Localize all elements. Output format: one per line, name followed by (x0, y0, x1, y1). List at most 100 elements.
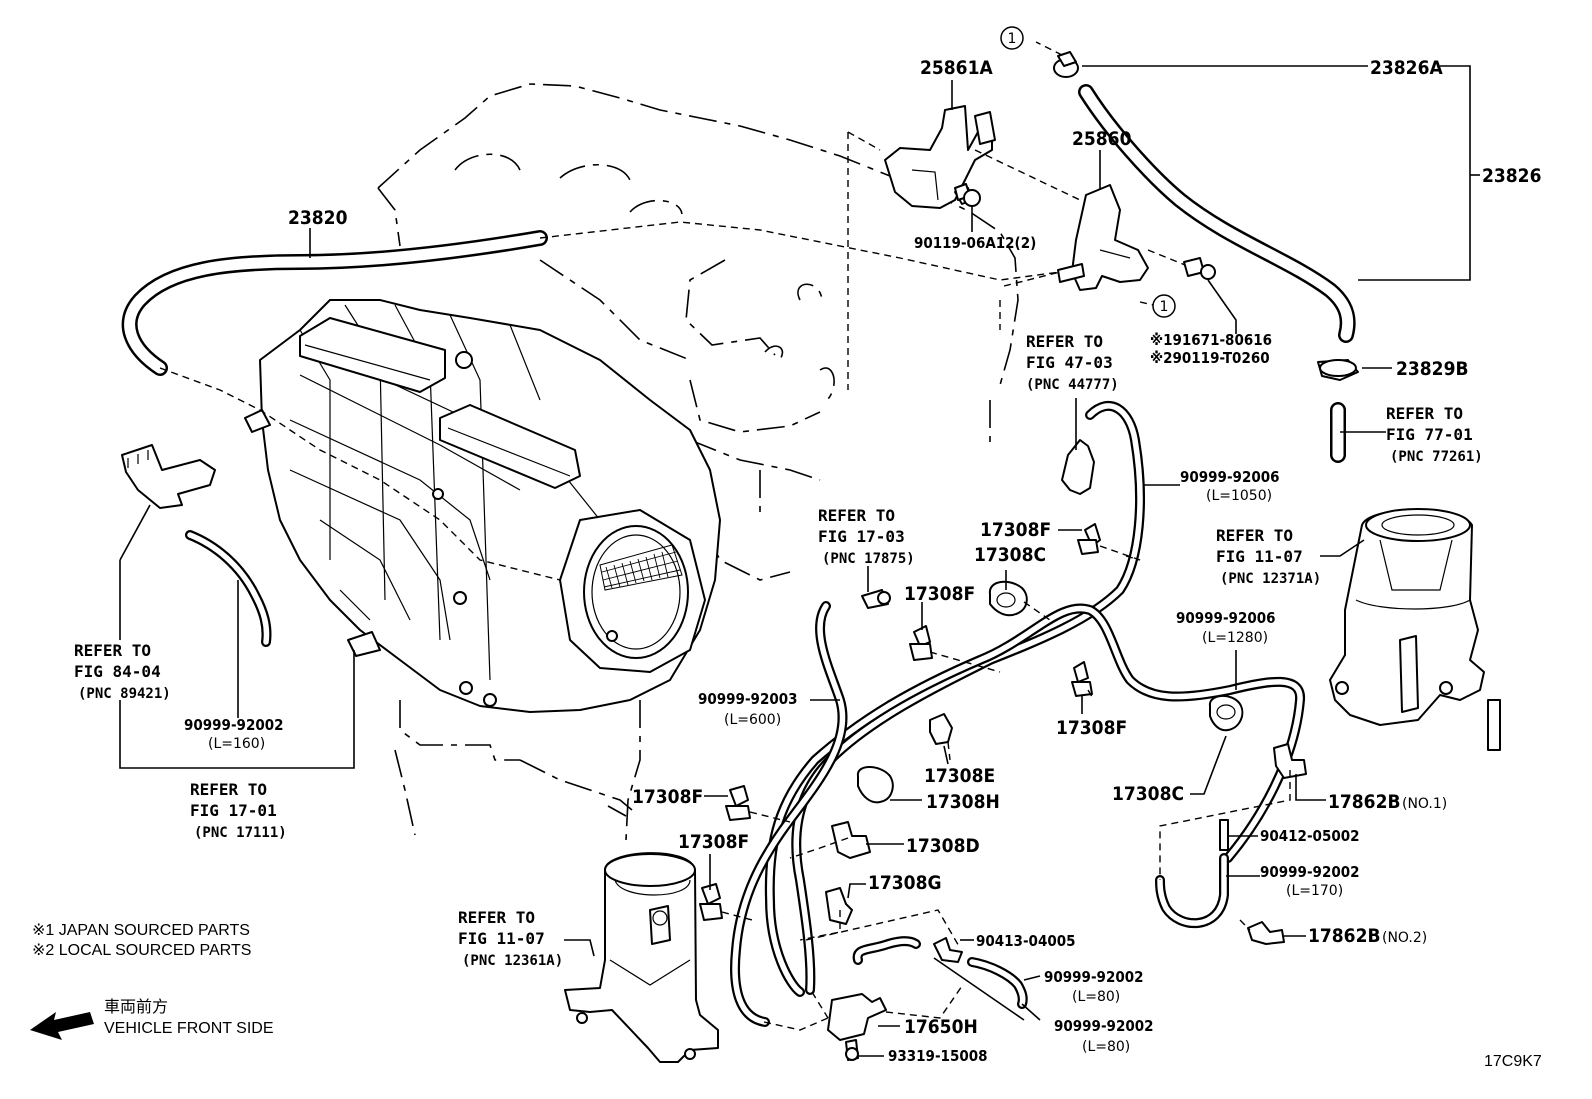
module-12371A (1329, 508, 1501, 751)
refer-1701: REFER TO FIG 17-01 (PNC 17111) (190, 780, 287, 841)
svg-text:1: 1 (1160, 299, 1169, 315)
label-93319-15008: 93319-15008 (888, 1047, 988, 1065)
legend: ※1 JAPAN SOURCED PARTS ※2 LOCAL SOURCED … (30, 922, 274, 1040)
label-90119-06A12: 90119-06A12(2) (914, 234, 1036, 252)
svg-text:(PNC 44777): (PNC 44777) (1026, 377, 1119, 393)
front-label-en: VEHICLE FRONT SIDE (104, 1020, 274, 1037)
svg-text:FIG 11-07: FIG 11-07 (458, 929, 545, 948)
refer-4703: REFER TO FIG 47-03 (PNC 44777) (1026, 332, 1119, 393)
engine-outline (377, 83, 1019, 841)
label-90999-92002-80a-length: (L=80) (1072, 989, 1120, 1005)
note-marker-1b: 1 (1152, 294, 1176, 318)
intake-manifold (244, 299, 721, 713)
label-90119-T0260: ※290119-T0260 (1150, 349, 1270, 367)
svg-text:(PNC 77261): (PNC 77261) (1390, 449, 1483, 465)
svg-text:REFER TO: REFER TO (74, 641, 151, 660)
label-23826A: 23826A (1370, 57, 1443, 79)
svg-text:REFER TO: REFER TO (190, 780, 267, 799)
label-90999-92002-80a: 90999-92002 (1044, 968, 1144, 986)
label-17308C-1: 17308C (974, 544, 1046, 566)
canister-12361A (564, 852, 719, 1063)
label-17308F-4: 17308F (632, 786, 703, 808)
svg-text:(PNC 12371A): (PNC 12371A) (1220, 571, 1321, 587)
legend-local-sourced: ※2 LOCAL SOURCED PARTS (32, 942, 251, 959)
svg-text:FIG 77-01: FIG 77-01 (1386, 425, 1473, 444)
label-90999-92002-80b: 90999-92002 (1054, 1017, 1154, 1035)
svg-text:(PNC 17111): (PNC 17111) (194, 825, 287, 841)
label-17308F-2: 17308F (904, 583, 975, 605)
front-label-jp: 車両前方 (104, 998, 168, 1016)
label-23826: 23826 (1482, 165, 1541, 187)
label-17308H: 17308H (926, 791, 1000, 813)
label-90999-92002-160: 90999-92002 (184, 716, 284, 734)
vsv-25860 (1057, 184, 1149, 291)
svg-text:REFER TO: REFER TO (458, 908, 535, 927)
label-17308E: 17308E (924, 765, 995, 787)
refer-1107-12361A: REFER TO FIG 11-07 (PNC 12361A) (458, 908, 563, 969)
label-90999-92006-1050: 90999-92006 (1180, 468, 1280, 486)
label-17308C-2: 17308C (1112, 783, 1184, 805)
sensor-84-04 (121, 444, 216, 509)
figure-code: 17C9K7 (1484, 1053, 1542, 1070)
svg-text:REFER TO: REFER TO (818, 506, 895, 525)
label-17308G: 17308G (868, 872, 942, 894)
label-90999-92002-170: 90999-92002 (1260, 863, 1360, 881)
tube-92002-160 (185, 530, 272, 647)
label-90412-05002: 90412-05002 (1260, 827, 1360, 845)
svg-text:(PNC 12361A): (PNC 12361A) (462, 953, 563, 969)
svg-text:REFER TO: REFER TO (1026, 332, 1103, 351)
svg-text:REFER TO: REFER TO (1386, 404, 1463, 423)
tube-92003-600 (730, 601, 848, 1027)
label-90999-92006-1050-length: (L=1050) (1206, 488, 1272, 504)
label-90999-92002-80b-length: (L=80) (1082, 1039, 1130, 1055)
clamp-23826A (1053, 51, 1079, 78)
leader-lines (119, 65, 1480, 1057)
bolts (954, 183, 1216, 280)
label-90999-92002-170-length: (L=170) (1286, 883, 1343, 899)
svg-text:FIG 17-03: FIG 17-03 (818, 527, 905, 546)
label-90999-92002-160-length: (L=160) (208, 736, 265, 752)
label-17862B-2-note: (NO.2) (1382, 930, 1427, 946)
svg-text:FIG 84-04: FIG 84-04 (74, 662, 161, 681)
label-23829B: 23829B (1396, 358, 1469, 380)
label-17650H: 17650H (904, 1016, 978, 1038)
svg-text:1: 1 (1008, 31, 1017, 47)
refer-7701: REFER TO FIG 77-01 (PNC 77261) (1386, 404, 1483, 465)
tube-92006-1050 (791, 400, 1145, 995)
label-90999-92006-1280: 90999-92006 (1176, 609, 1276, 627)
refer-1703: REFER TO FIG 17-03 (PNC 17875) (818, 506, 915, 567)
legend-japan-sourced: ※1 JAPAN SOURCED PARTS (32, 922, 250, 939)
tube-92002-80b (967, 957, 1028, 1009)
label-17308F-1: 17308F (980, 519, 1051, 541)
svg-text:FIG 11-07: FIG 11-07 (1216, 547, 1303, 566)
svg-text:FIG 47-03: FIG 47-03 (1026, 353, 1113, 372)
label-91671: ※191671-80616 (1150, 331, 1272, 349)
hose-23826 (1078, 84, 1356, 343)
tube-92002-80a (852, 936, 921, 965)
svg-text:(PNC 89421): (PNC 89421) (78, 686, 171, 702)
svg-text:FIG 17-01: FIG 17-01 (190, 801, 277, 820)
label-23820: 23820 (288, 207, 348, 229)
refer-8404: REFER TO FIG 84-04 (PNC 89421) (74, 641, 171, 702)
clips (699, 439, 1307, 963)
svg-text:(PNC 17875): (PNC 17875) (822, 551, 915, 567)
label-25860: 25860 (1072, 128, 1132, 150)
label-17862B-1-note: (NO.1) (1402, 796, 1447, 812)
label-25861A: 25861A (920, 57, 993, 79)
refer-1107-12371A: REFER TO FIG 11-07 (PNC 12371A) (1216, 526, 1321, 587)
clamp-23829B (1317, 359, 1359, 381)
label-17862B-1: 17862B (1328, 791, 1401, 813)
svg-text:REFER TO: REFER TO (1216, 526, 1293, 545)
label-17862B-2: 17862B (1308, 925, 1381, 947)
hose-23820 (121, 230, 548, 376)
vsv-17650H (827, 993, 887, 1061)
tube-92002-170 (1155, 853, 1229, 929)
label-17308F-5: 17308F (678, 831, 749, 853)
label-17308F-3: 17308F (1056, 717, 1127, 739)
label-90999-92003: 90999-92003 (698, 690, 798, 708)
label-90999-92006-1280-length: (L=1280) (1202, 630, 1268, 646)
label-90413-04005: 90413-04005 (976, 932, 1076, 950)
front-arrow-icon (30, 1012, 94, 1040)
note-marker-1a: 1 (1000, 26, 1024, 50)
